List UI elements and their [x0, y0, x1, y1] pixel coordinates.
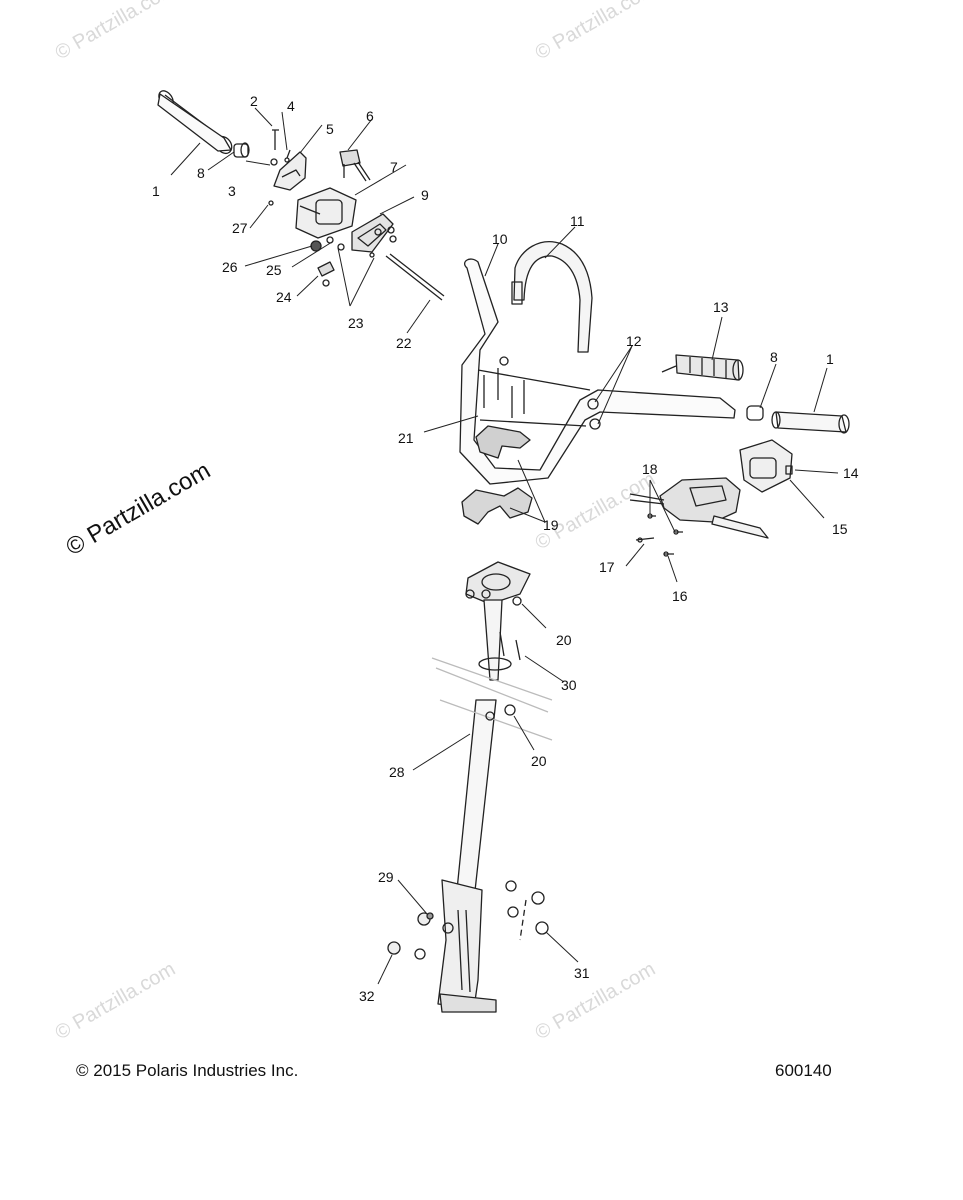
watermark: © Partzilla.com — [52, 0, 180, 64]
nut — [504, 704, 516, 716]
copyright-notice: © 2015 Polaris Industries Inc. — [76, 1061, 299, 1080]
small-hardware — [268, 200, 397, 287]
callout-5: 5 — [326, 121, 334, 137]
callout-4: 4 — [287, 98, 295, 114]
callout-9: 9 — [421, 187, 429, 203]
steering-post — [455, 599, 521, 901]
part-drawings — [157, 90, 850, 1013]
handlebar-bolts — [483, 356, 525, 418]
callout-2: 2 — [250, 93, 258, 109]
callout-16: 16 — [672, 588, 688, 604]
connector — [339, 149, 371, 182]
nuts-left — [387, 912, 454, 960]
frame-lines — [431, 657, 553, 741]
callout-27: 27 — [232, 220, 248, 236]
callout-1: 1 — [152, 183, 160, 199]
nut — [485, 711, 495, 721]
callout-12: 12 — [626, 333, 642, 349]
lever-screws — [635, 513, 683, 557]
left-end-plug — [233, 142, 250, 158]
throttle-block — [295, 187, 357, 239]
callout-7: 7 — [390, 159, 398, 175]
callout-18: 18 — [642, 461, 658, 477]
right-grip-sleeve — [661, 354, 744, 381]
upper-clamp — [475, 425, 531, 459]
watermark: © Partzilla.com — [52, 958, 180, 1044]
callout-3: 3 — [228, 183, 236, 199]
bolts-right — [505, 880, 549, 941]
callout-20-upper: 20 — [556, 632, 572, 648]
crossbar-pad — [511, 241, 593, 353]
callout-11: 11 — [570, 213, 585, 229]
callout-numbers: 1 2 3 4 5 6 7 8 9 10 11 12 13 1 8 14 15 … — [152, 93, 859, 1004]
callout-29: 29 — [378, 869, 394, 885]
callout-31: 31 — [574, 965, 590, 981]
leader-lines — [170, 107, 839, 985]
throttle-cover — [351, 213, 394, 253]
small-screws — [270, 129, 291, 166]
callout-14: 14 — [843, 465, 859, 481]
callout-32: 32 — [359, 988, 375, 1004]
callout-21: 21 — [398, 430, 414, 446]
callout-19: 19 — [543, 517, 559, 533]
callout-22: 22 — [396, 335, 412, 351]
right-grip — [771, 411, 850, 434]
throttle-cable — [385, 253, 445, 301]
callout-8-right: 8 — [770, 349, 778, 365]
left-grip — [157, 90, 233, 155]
nut — [589, 418, 601, 430]
callout-8: 8 — [197, 165, 205, 181]
callout-13: 13 — [713, 299, 729, 315]
handlebar — [459, 258, 736, 485]
master-cylinder-cover — [739, 439, 793, 493]
callout-26: 26 — [222, 259, 238, 275]
watermark: © Partzilla.com — [532, 0, 660, 64]
steering-post-plate — [465, 561, 531, 606]
callout-28: 28 — [389, 764, 405, 780]
partzilla-watermark: © Partzilla.com — [62, 457, 216, 561]
callout-15: 15 — [832, 521, 848, 537]
callout-17: 17 — [599, 559, 615, 575]
watermark: © Partzilla.com — [532, 958, 660, 1044]
callout-24: 24 — [276, 289, 292, 305]
lower-clamp — [461, 487, 533, 525]
callout-6: 6 — [366, 108, 374, 124]
steering-arm — [437, 879, 497, 1013]
throttle-housing — [273, 151, 307, 191]
right-end-plug — [746, 405, 764, 421]
callout-30: 30 — [561, 677, 577, 693]
nut — [587, 398, 599, 410]
diagram-number: 600140 — [775, 1061, 832, 1080]
callout-20-lower: 20 — [531, 753, 547, 769]
brake-lever-assembly — [629, 477, 769, 539]
callout-23: 23 — [348, 315, 364, 331]
callout-10: 10 — [492, 231, 508, 247]
callout-25: 25 — [266, 262, 282, 278]
callout-1-right: 1 — [826, 351, 834, 367]
